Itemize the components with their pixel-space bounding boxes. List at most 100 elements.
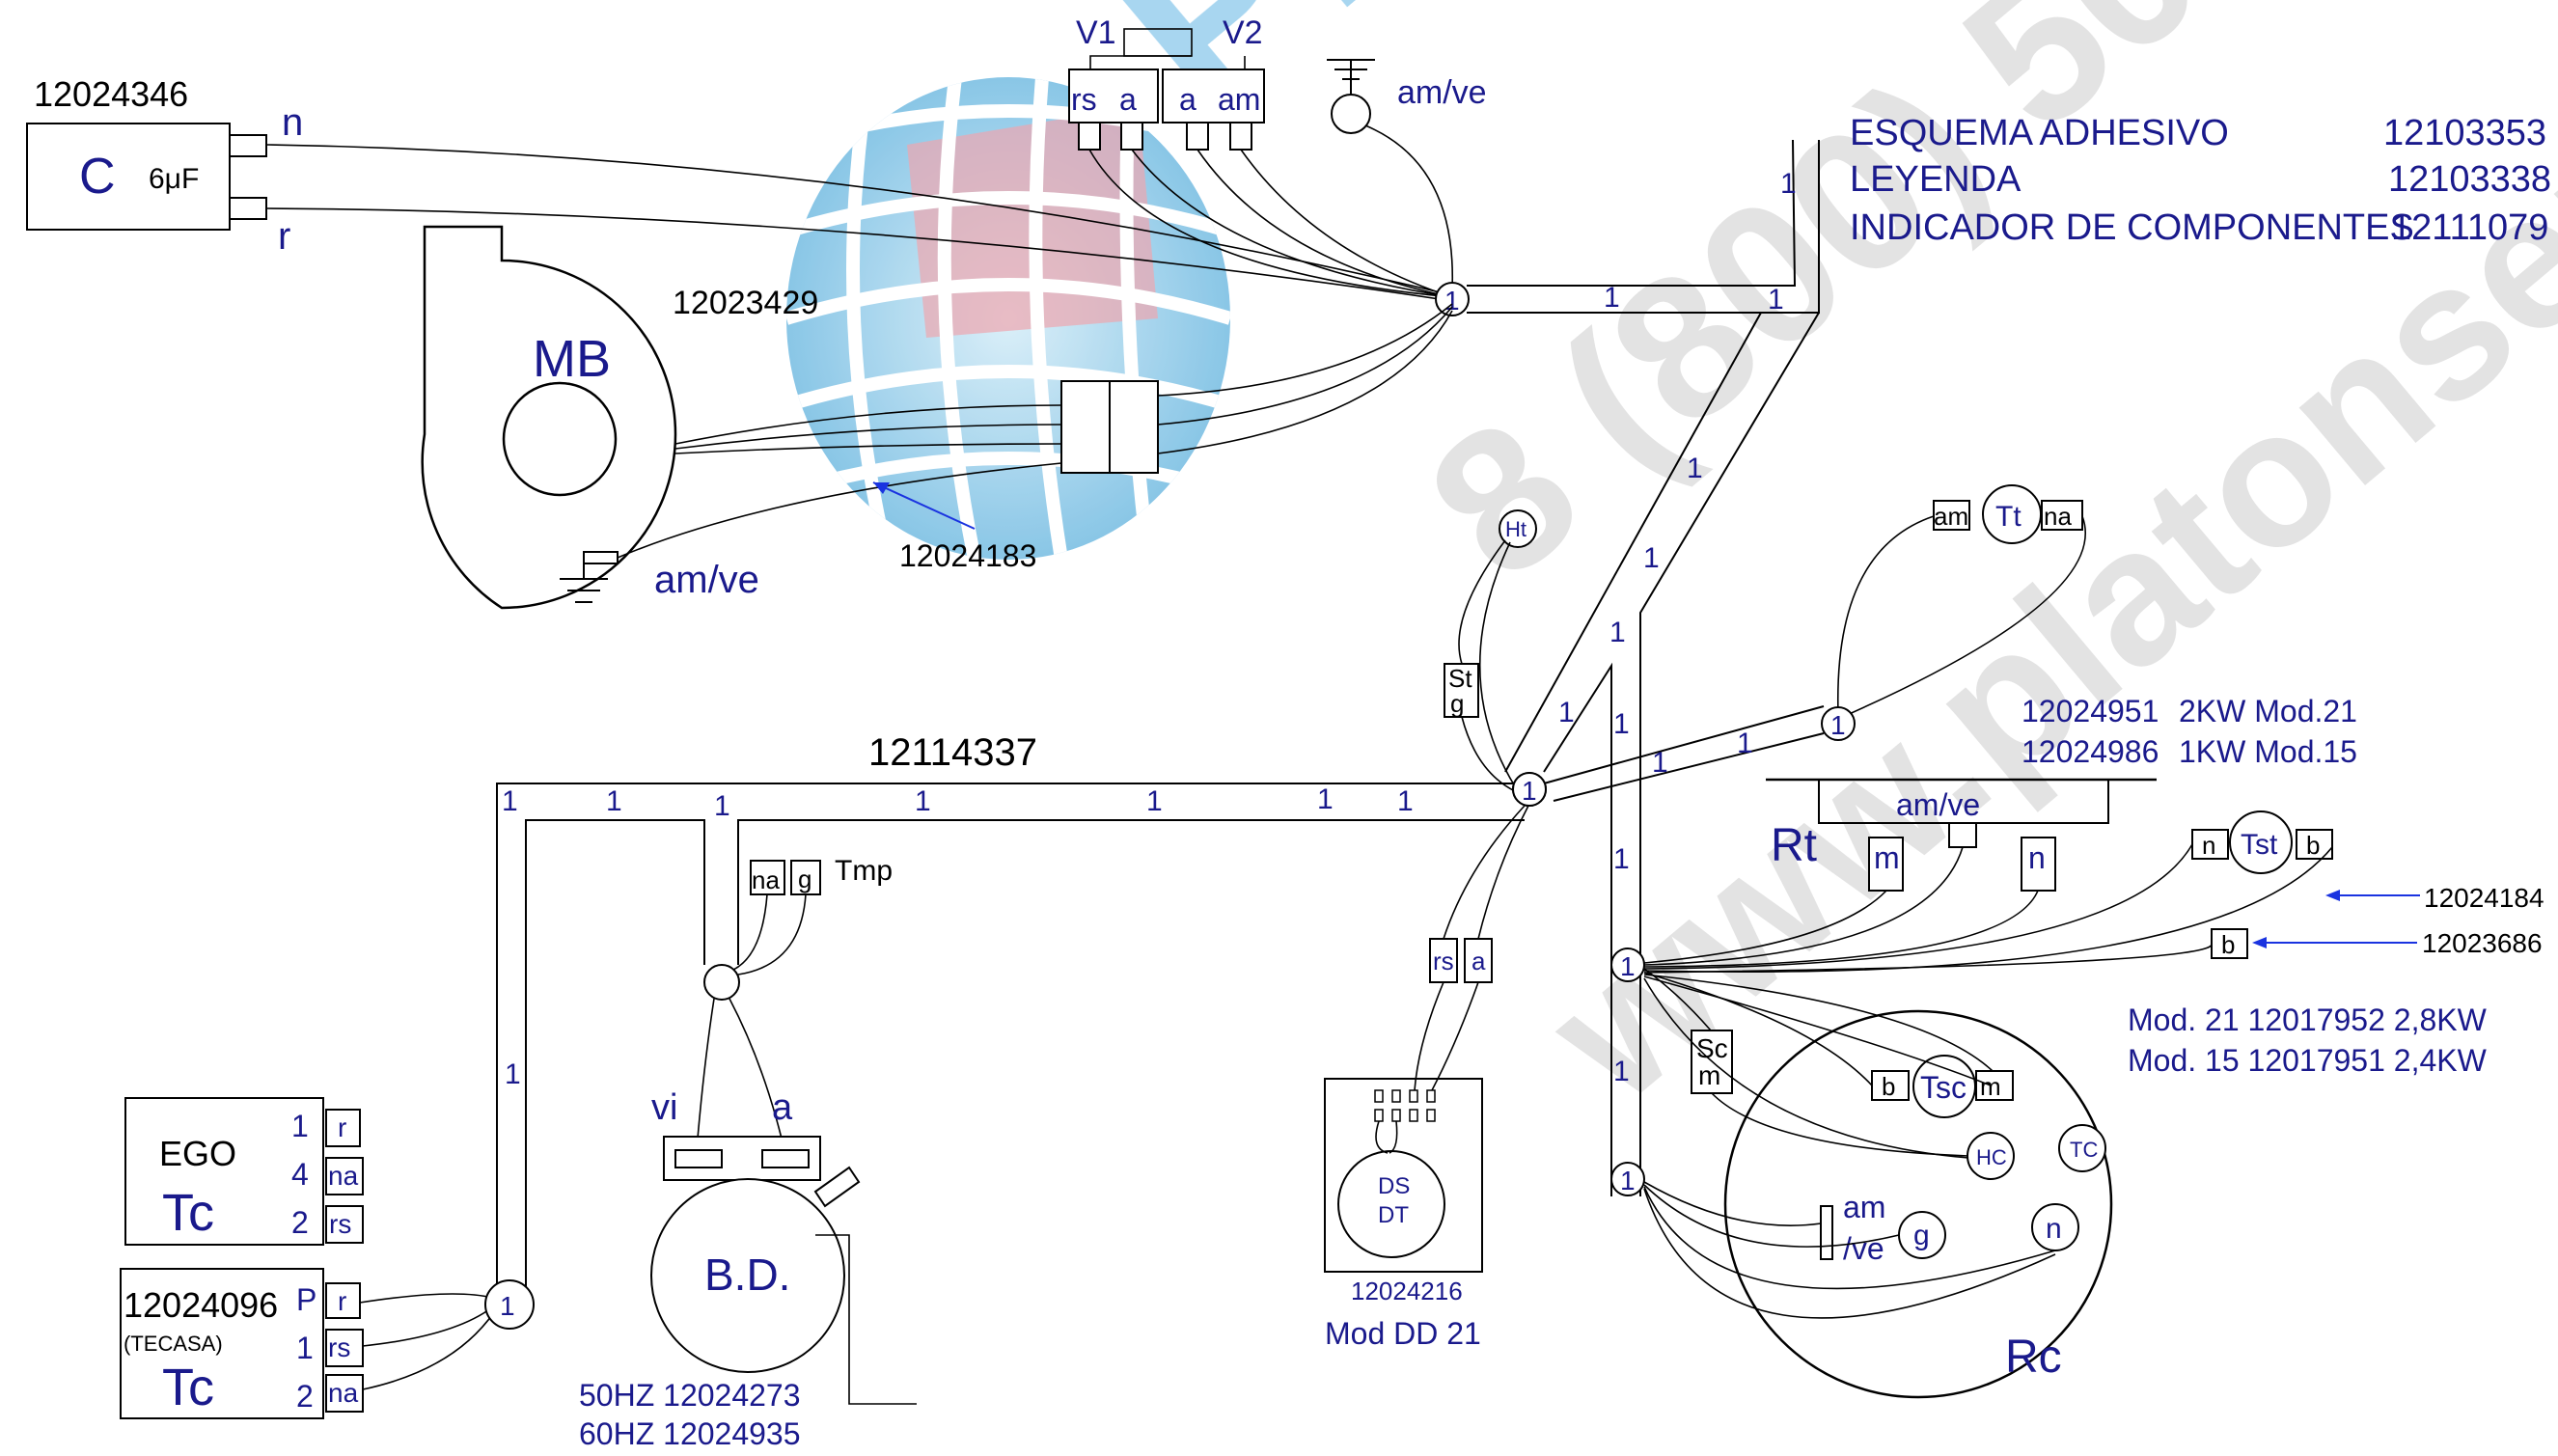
hc-label: HC xyxy=(1976,1145,2007,1169)
tmp-label: Tmp xyxy=(835,855,893,887)
tst-b: b xyxy=(2221,930,2235,959)
ego-num: 4 xyxy=(291,1157,309,1192)
ego-title: EGO xyxy=(159,1134,236,1173)
rt-wires xyxy=(1643,843,2333,1159)
rc-am: am xyxy=(1843,1190,1885,1224)
capacitor-letter: C xyxy=(79,149,116,205)
node-top: 1 xyxy=(1435,282,1470,316)
ds-label: DS xyxy=(1378,1173,1410,1199)
wire-num: 1 xyxy=(1768,284,1784,316)
st-label-2: g xyxy=(1450,689,1464,718)
valve-pin: a xyxy=(1119,82,1137,117)
wire-num: 1 xyxy=(1737,728,1753,759)
ht-label: Ht xyxy=(1505,517,1527,541)
wire-num: 1 xyxy=(1643,542,1660,574)
wire-num: 1 xyxy=(1317,783,1334,815)
node-rt: 1 xyxy=(1610,948,1645,982)
wire-num: 1 xyxy=(714,790,730,822)
ego-code: r xyxy=(338,1113,346,1142)
node-label: 1 xyxy=(1522,776,1537,806)
tt-right: na xyxy=(2044,502,2072,531)
wire-num: 1 xyxy=(502,785,518,817)
tst-thermostat: Tst n b b 12024184 12023686 xyxy=(2191,810,2544,959)
info-block: ESQUEMA ADHESIVO 12103353 LEYENDA 121033… xyxy=(1850,113,2551,248)
tsc-label: Tsc xyxy=(1920,1070,1967,1105)
tecasa-code: 12024096 xyxy=(124,1285,278,1325)
blower-connector-code: 12024183 xyxy=(899,538,1036,573)
rc-n: n xyxy=(2046,1213,2062,1245)
node-label: 1 xyxy=(1830,710,1846,740)
node-label: 1 xyxy=(1620,951,1636,981)
blower-ground-label: am/ve xyxy=(654,559,759,601)
blower-letter: MB xyxy=(533,330,611,388)
ego-code: na xyxy=(328,1161,359,1191)
wire-num: 1 xyxy=(505,1058,521,1090)
wire-num: 1 xyxy=(1609,617,1626,648)
node-label: 1 xyxy=(1620,1166,1636,1195)
node-rc: 1 xyxy=(1610,1162,1645,1196)
valve-ground-label: am/ve xyxy=(1397,74,1487,111)
rt-desc-1: 2KW Mod.21 xyxy=(2179,694,2357,728)
ego-num: 2 xyxy=(291,1205,309,1240)
wire-num: 1 xyxy=(1397,785,1414,817)
harness-wire-numbers: 1 1 1 1 1 1 1 1 1 1 1 1 1 1 1 1 1 1 1 1 xyxy=(502,168,1797,1090)
capacitor-pin-n: n xyxy=(282,101,303,144)
tst-code-1: 12024184 xyxy=(2424,883,2544,913)
tst-left: n xyxy=(2202,831,2215,860)
pump-label: B.D. xyxy=(704,1250,790,1300)
rc-wires xyxy=(1643,1181,2056,1319)
rc-mod21: Mod. 21 12017952 2,8KW xyxy=(2128,1003,2488,1037)
harness-code: 12114337 xyxy=(868,731,1037,774)
wire-num: 1 xyxy=(915,785,931,817)
sc-label-2: m xyxy=(1698,1060,1720,1090)
ego-code: rs xyxy=(329,1209,351,1239)
ds-rs: rs xyxy=(1433,947,1454,975)
tecasa-num: P xyxy=(296,1282,316,1317)
st-label-1: St xyxy=(1448,664,1472,693)
wire-num: 1 xyxy=(1613,843,1630,875)
tst-code-2: 12023686 xyxy=(2422,928,2543,958)
blower-code: 12023429 xyxy=(673,285,818,321)
pump-60hz: 60HZ 12024935 xyxy=(579,1416,801,1451)
valve-pin: a xyxy=(1179,82,1196,117)
tecasa-num: 1 xyxy=(296,1331,314,1365)
node-label: 1 xyxy=(500,1291,515,1321)
dt-label: DT xyxy=(1378,1202,1409,1228)
resistor-rt: 12024951 2KW Mod.21 12024986 1KW Mod.15 … xyxy=(1766,694,2357,892)
tt-label: Tt xyxy=(1995,501,2022,533)
tecasa-brand: (TECASA) xyxy=(124,1332,223,1356)
ground-icon xyxy=(1327,59,1375,134)
wire-num: 1 xyxy=(1652,747,1668,779)
drain-pump: vi a B.D. 50HZ 12024273 60HZ 12024935 xyxy=(579,998,917,1451)
rt-desc-2: 1KW Mod.15 xyxy=(2179,734,2357,769)
ds-dt-unit: DS DT 12024216 Mod DD 21 rs a xyxy=(1324,805,1529,1351)
valve-pin: rs xyxy=(1071,82,1097,117)
ds-code: 12024216 xyxy=(1351,1277,1463,1305)
tecasa-code: rs xyxy=(328,1332,350,1362)
info-code-1: 12103353 xyxy=(2383,113,2546,153)
pump-a: a xyxy=(772,1087,793,1128)
valve-v1-label: V1 xyxy=(1076,14,1116,51)
rt-label: Rt xyxy=(1771,820,1817,871)
tmp-na: na xyxy=(752,865,780,894)
tecasa-num: 2 xyxy=(296,1379,314,1414)
sc-label-1: Sc xyxy=(1696,1033,1728,1063)
valve-pin: am xyxy=(1218,82,1260,117)
pump-vi: vi xyxy=(651,1087,677,1128)
rt-pin-n: n xyxy=(2028,840,2046,875)
tecasa-tc: 12024096 (TECASA) Tc P 1 2 r rs na 1 xyxy=(120,1268,535,1419)
ego-num: 1 xyxy=(291,1109,309,1143)
capacitor-value: 6μF xyxy=(149,163,199,195)
globe-logo-icon xyxy=(786,77,1230,560)
rc-mod15: Mod. 15 12017951 2,4KW xyxy=(2128,1043,2488,1078)
tecasa-code: na xyxy=(328,1378,359,1408)
valve-v2-label: V2 xyxy=(1223,14,1263,51)
rc-heater: Mod. 21 12017952 2,8KW Mod. 15 12017951 … xyxy=(1691,1003,2488,1399)
rc-g: g xyxy=(1913,1220,1930,1251)
wire-num: 1 xyxy=(1604,282,1620,314)
ego-tc: EGO Tc 1 4 2 r na rs xyxy=(124,1097,364,1246)
rt-pin-m: m xyxy=(1874,840,1900,875)
ego-tc-label: Tc xyxy=(162,1184,214,1242)
info-label-2: LEYENDA xyxy=(1850,159,2022,200)
